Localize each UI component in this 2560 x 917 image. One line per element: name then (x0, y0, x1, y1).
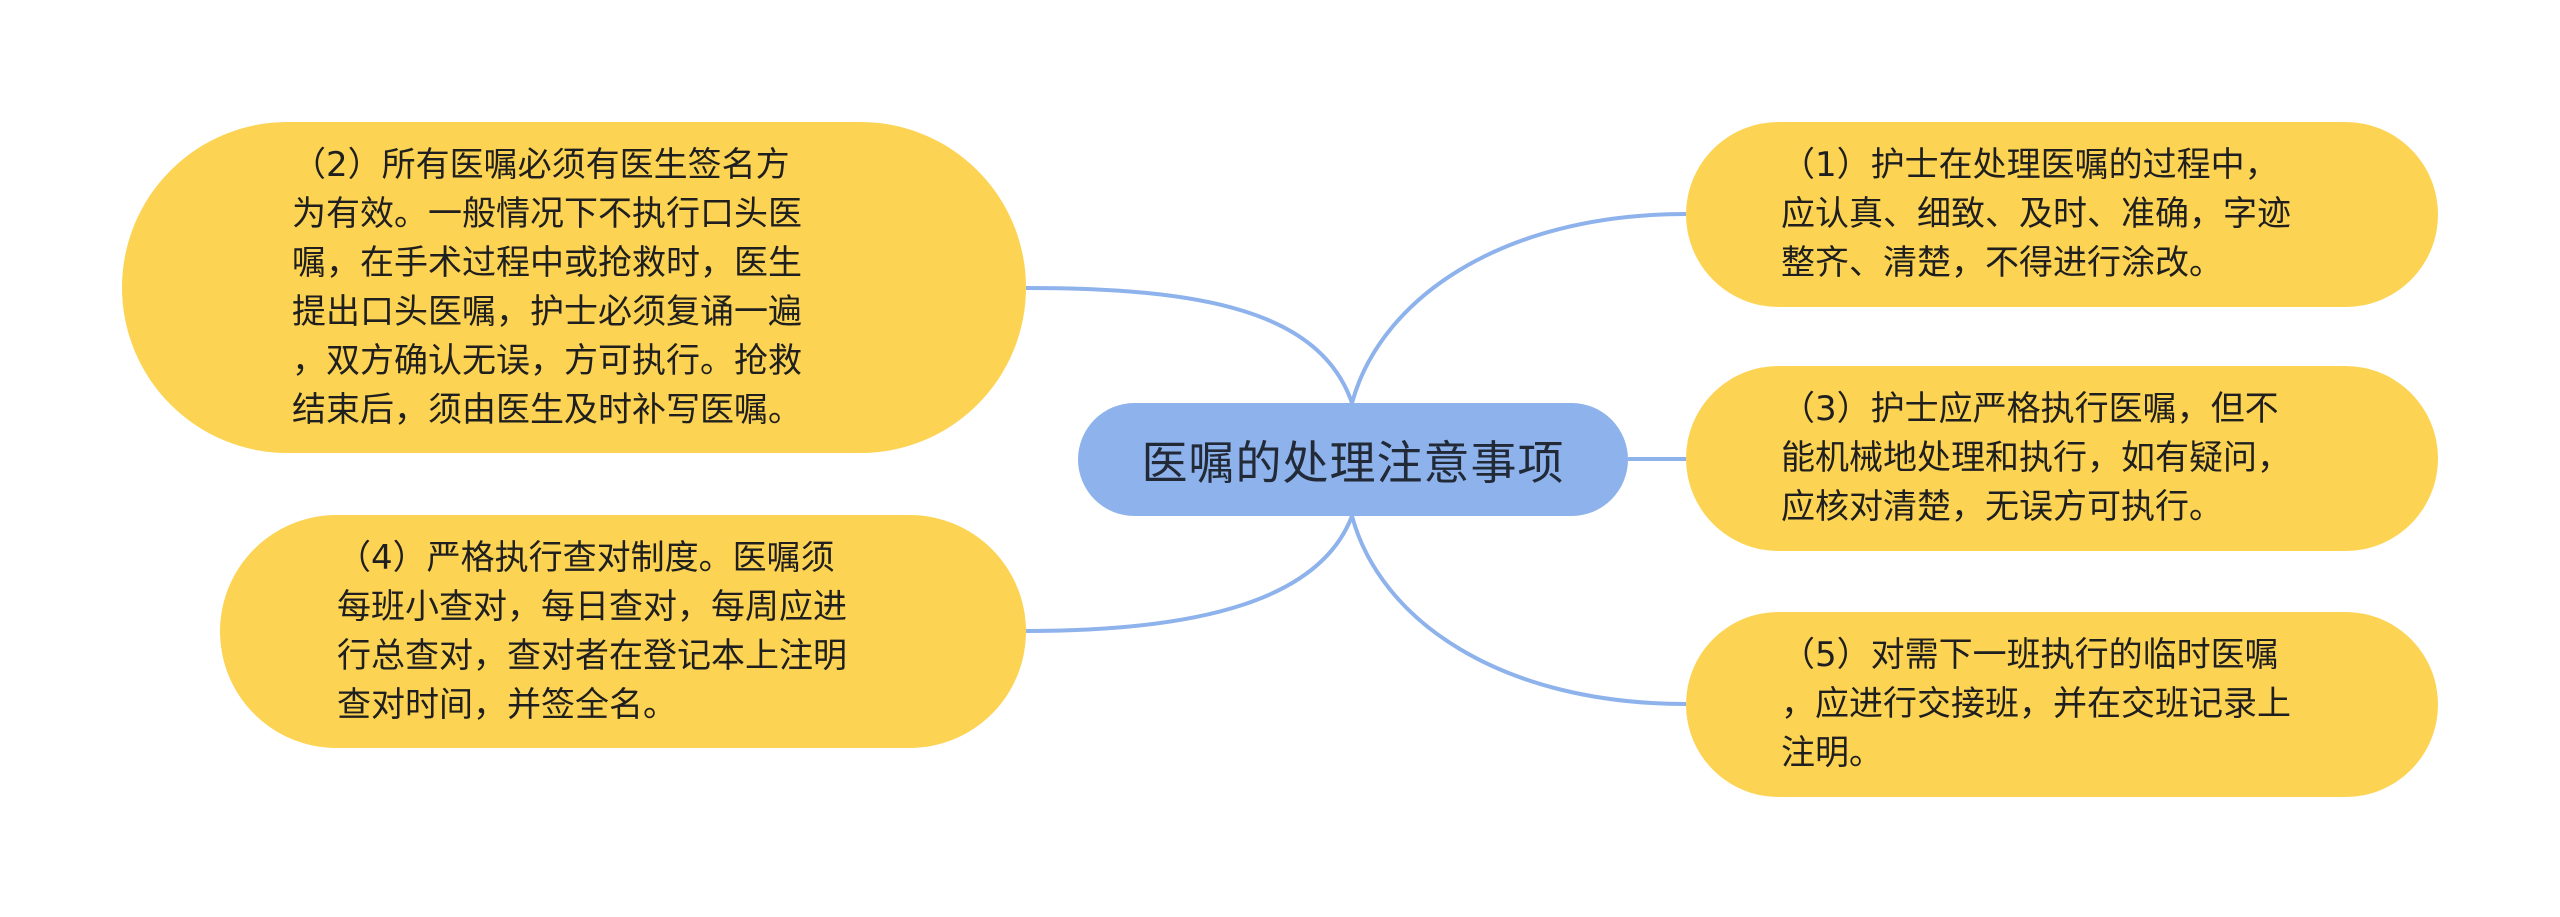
topic-node-5-text: （5）对需下一班执行的临时医嘱 ，应进行交接班，并在交班记录上 注明。 (1781, 635, 2291, 773)
connector-to-node-2 (1025, 286, 1354, 404)
topic-node-4[interactable]: （4）严格执行查对制度。医嘱须 每班小查对，每日查对，每周应进 行总查对，查对者… (220, 515, 1026, 748)
connector-to-node-1 (1350, 212, 1687, 404)
topic-node-3-text: （3）护士应严格执行医嘱，但不 能机械地处理和执行，如有疑问， 应核对清楚，无误… (1781, 389, 2291, 527)
connector-to-node-5 (1350, 515, 1687, 706)
topic-node-1[interactable]: （1）护士在处理医嘱的过程中， 应认真、细致、及时、准确，字迹 整齐、清楚，不得… (1686, 122, 2438, 307)
topic-node-5[interactable]: （5）对需下一班执行的临时医嘱 ，应进行交接班，并在交班记录上 注明。 (1686, 612, 2438, 797)
connector-to-node-4 (1025, 515, 1354, 633)
central-topic[interactable]: 医嘱的处理注意事项 (1078, 403, 1628, 516)
topic-node-2[interactable]: （2）所有医嘱必须有医生签名方 为有效。一般情况下不执行口头医 嘱，在手术过程中… (122, 122, 1026, 453)
topic-node-3[interactable]: （3）护士应严格执行医嘱，但不 能机械地处理和执行，如有疑问， 应核对清楚，无误… (1686, 366, 2438, 551)
topic-node-1-text: （1）护士在处理医嘱的过程中， 应认真、细致、及时、准确，字迹 整齐、清楚，不得… (1781, 145, 2291, 283)
central-topic-label: 医嘱的处理注意事项 (1141, 435, 1565, 490)
topic-node-2-text: （2）所有医嘱必须有医生签名方 为有效。一般情况下不执行口头医 嘱，在手术过程中… (292, 144, 802, 430)
topic-node-4-text: （4）严格执行查对制度。医嘱须 每班小查对，每日查对，每周应进 行总查对，查对者… (337, 537, 847, 725)
